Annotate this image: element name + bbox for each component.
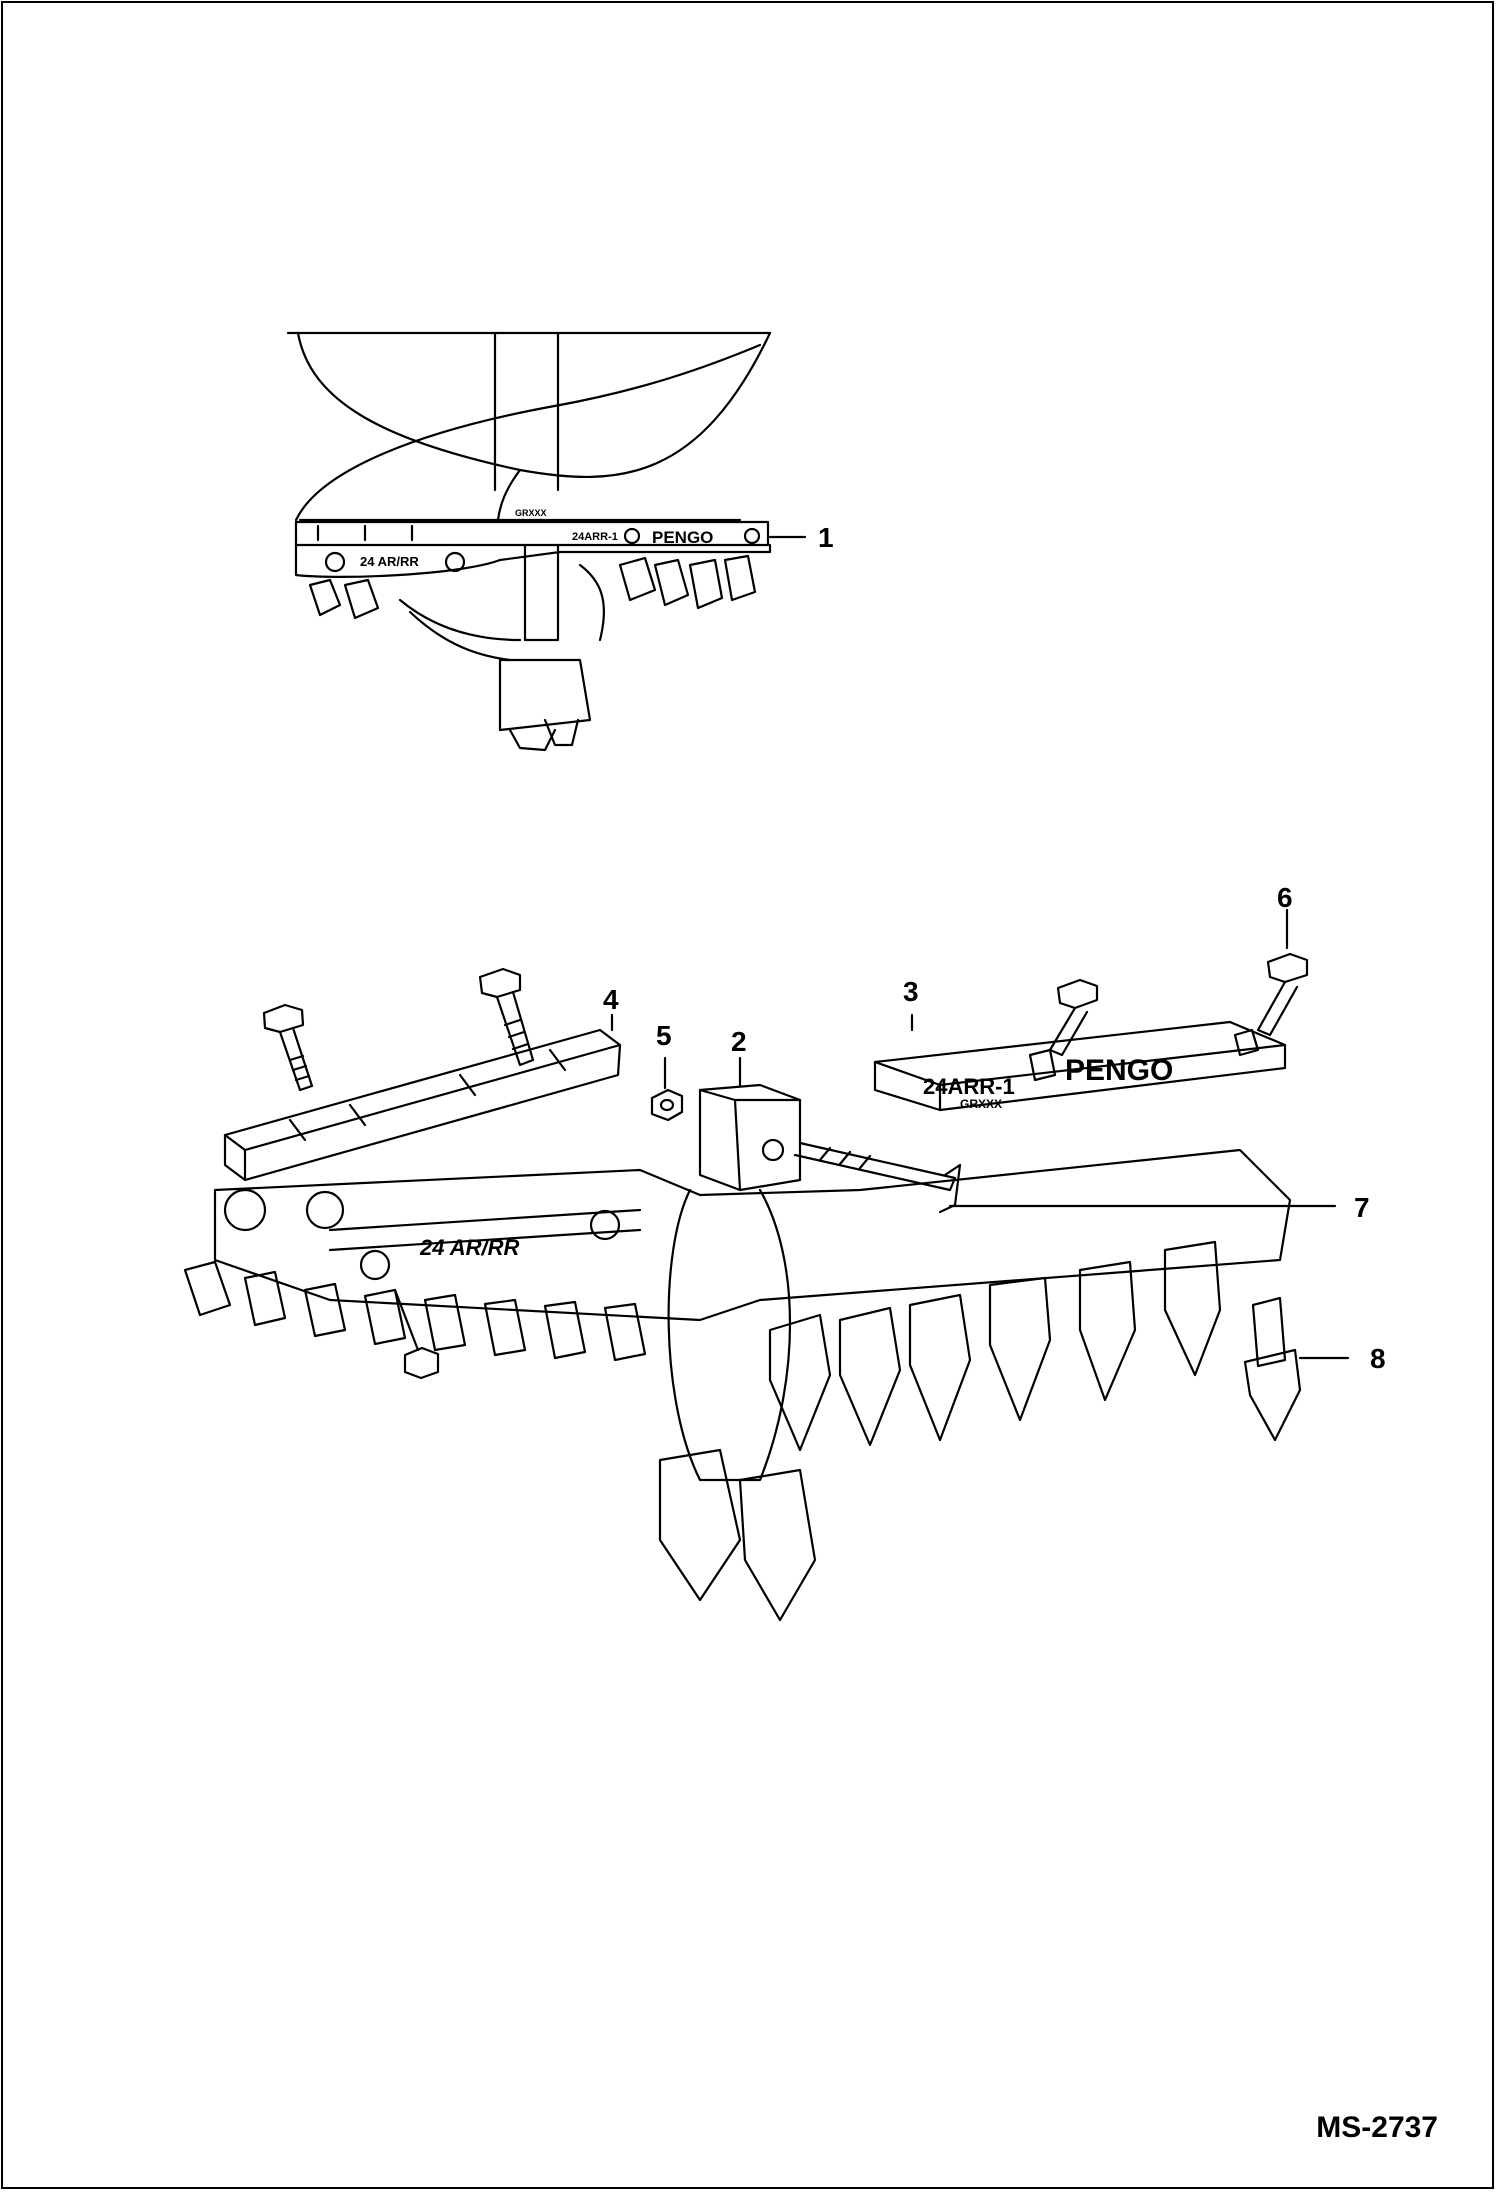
exploded-right-bar-marking: 24ARR-1	[923, 1074, 1015, 1099]
callout-8: 8	[1370, 1343, 1386, 1374]
top-stamp-marking: GRXXX	[515, 508, 547, 518]
exploded-stamp-marking: GRXXX	[960, 1097, 1002, 1111]
callout-6: 6	[1277, 882, 1293, 913]
right-teeth-row	[658, 1240, 1222, 1622]
callout-7: 7	[1354, 1192, 1370, 1223]
part-8-tooth	[1243, 1296, 1302, 1442]
part-6-bolt-b	[1256, 952, 1309, 1037]
part-6-bolt-a	[1048, 978, 1099, 1057]
bolt-left-b	[478, 967, 535, 1067]
auger-head-body: 24 AR/RR	[183, 1148, 1292, 1362]
part-7-hub-bolt	[793, 1141, 962, 1214]
exploded-left-bar-marking: 24 AR/RR	[419, 1235, 520, 1260]
bolt-left-a	[262, 1003, 314, 1092]
lower-nut	[393, 1288, 440, 1380]
top-brand-marking: PENGO	[652, 528, 713, 547]
assembled-auger-view: 24 AR/RR 24ARR-1 PENGO GRXXX	[286, 331, 807, 752]
callout-5: 5	[656, 1020, 672, 1051]
exploded-assembly-view: 24 AR/RR 24ARR-1 PENGO GRXXX	[183, 908, 1350, 1622]
part-5-nut	[650, 1088, 684, 1122]
callout-1: 1	[818, 522, 834, 553]
part-3-wear-plate: 24ARR-1 PENGO GRXXX	[873, 1020, 1287, 1112]
exploded-brand-marking: PENGO	[1065, 1054, 1173, 1087]
top-bar-right-marking: 24ARR-1	[572, 531, 618, 543]
callout-3: 3	[903, 976, 919, 1007]
callout-2: 2	[731, 1026, 747, 1057]
part-4-wear-plate	[223, 1028, 622, 1182]
callout-4: 4	[603, 984, 619, 1015]
part-2-center-hub	[667, 1083, 802, 1482]
top-bar-left-marking: 24 AR/RR	[360, 554, 419, 569]
drawing-code: MS-2737	[1316, 2111, 1438, 2144]
